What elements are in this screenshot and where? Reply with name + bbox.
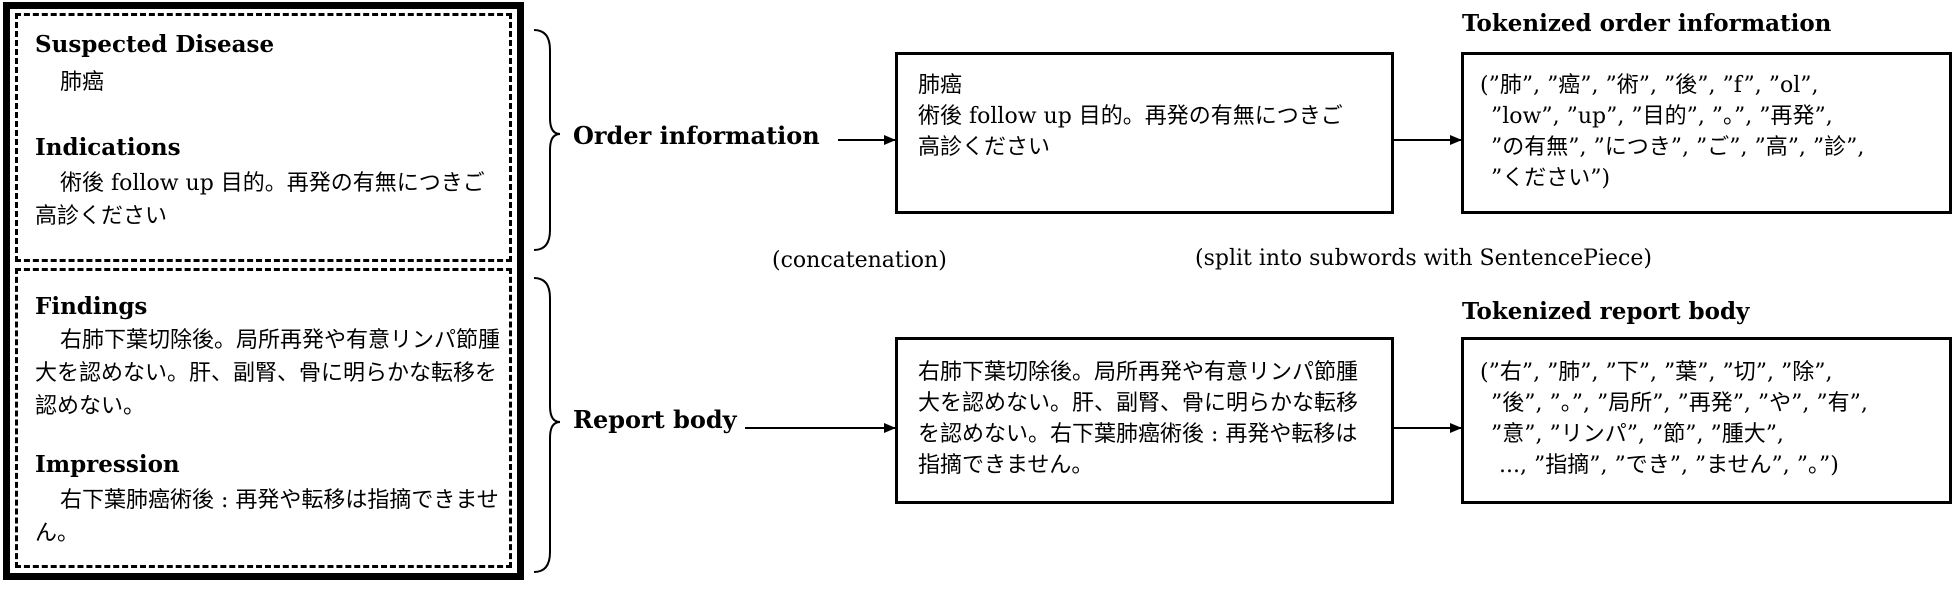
tokenized-report-box	[1461, 337, 1952, 504]
indications-text: 術後 follow up 目的。再発の有無につきご高診ください	[35, 171, 485, 229]
findings-text: 右肺下葉切除後。局所再発や有意リンパ節腫大を認めない。肝、副腎、骨に明らかな転移…	[35, 328, 501, 419]
tokenized-report-line3: ”意”, ”リンパ”, ”節”, ”腫大”,	[1491, 422, 1784, 447]
tokenized-order-line2: ”low”, ”up”, ”目的”, ”。”, ”再発”,	[1491, 104, 1833, 129]
tokenized-order-line1: (”肺”, ”癌”, ”術”, ”後”, ”f”, ”ol”,	[1480, 73, 1819, 98]
split-note: (split into subwords with SentencePiece)	[1195, 246, 1652, 271]
tokenized-order-title: Tokenized order information	[1462, 10, 1832, 37]
order-box-line1: 肺癌	[918, 73, 963, 98]
order-brace	[533, 29, 561, 251]
order-information-label: Order information	[573, 121, 820, 150]
suspected-disease-title: Suspected Disease	[35, 31, 275, 58]
report-form-frame	[3, 2, 524, 580]
tokenized-report-line1: (”右”, ”肺”, ”下”, ”葉”, ”切”, ”除”,	[1480, 360, 1833, 385]
tokenized-order-line4: ”ください”)	[1491, 166, 1611, 191]
order-section-box	[15, 13, 512, 262]
impression-title: Impression	[35, 451, 180, 478]
impression-text: 右下葉肺癌術後 : 再発や転移は指摘できません。	[35, 488, 499, 546]
tokenized-report-line4: ..., ”指摘”, ”でき”, ”ません”, ”。”)	[1499, 453, 1839, 478]
suspected-disease-text: 肺癌	[60, 70, 105, 95]
report-brace	[533, 277, 561, 573]
order-box-line2: 術後 follow up 目的。再発の有無につきご高診ください	[918, 104, 1343, 160]
findings-title: Findings	[35, 293, 148, 320]
indications-title: Indications	[35, 134, 181, 161]
report-box	[895, 337, 1394, 504]
tokenized-report-title: Tokenized report body	[1462, 298, 1750, 325]
order-box	[895, 52, 1394, 214]
report-body-label: Report body	[573, 405, 737, 434]
tokenized-order-box	[1461, 52, 1952, 214]
report-box-text: 右肺下葉切除後。局所再発や有意リンパ節腫大を認めない。肝、副腎、骨に明らかな転移…	[918, 360, 1359, 478]
tokenized-order-line3: ”の有無”, ”につき”, ”ご”, ”高”, ”診”,	[1491, 135, 1865, 160]
report-section-box	[15, 268, 512, 568]
concatenation-note: (concatenation)	[772, 248, 947, 273]
tokenized-report-line2: ”後”, ”。”, ”局所”, ”再発”, ”や”, ”有”,	[1491, 391, 1868, 416]
